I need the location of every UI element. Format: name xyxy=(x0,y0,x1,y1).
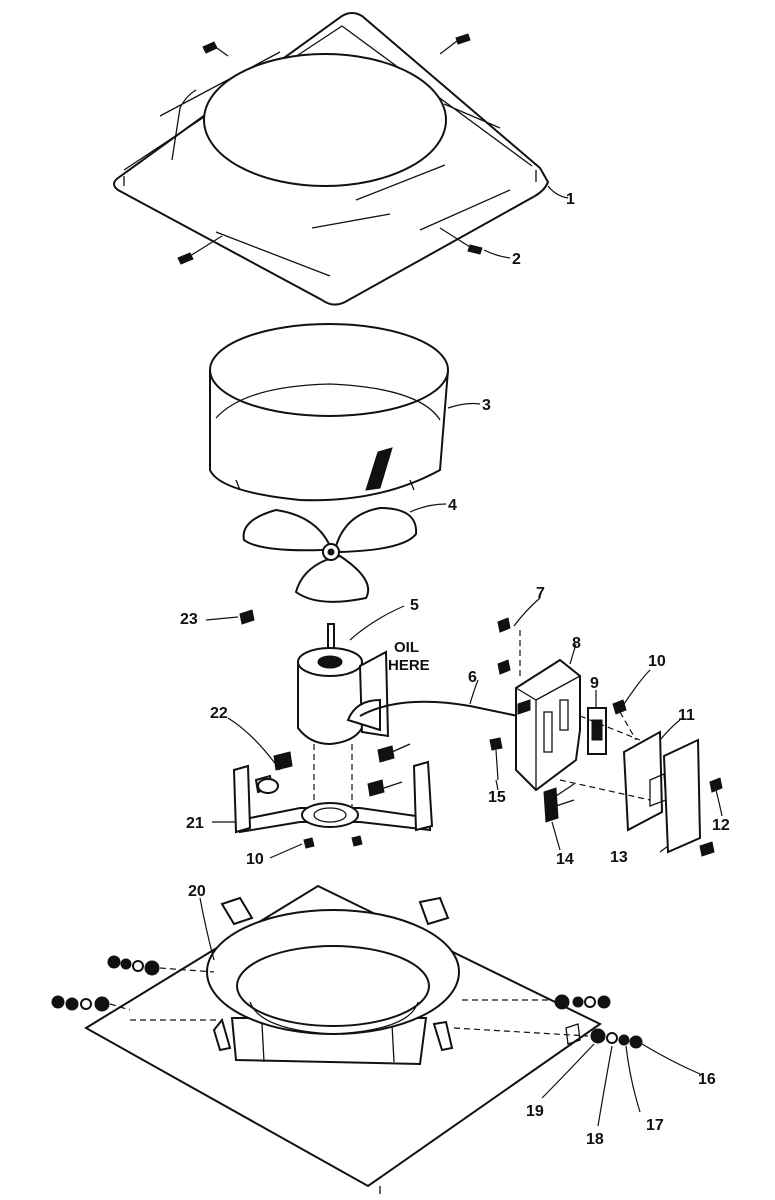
leader-lines xyxy=(199,185,723,1127)
callout-10-lower: 10 xyxy=(246,851,264,868)
callout-8: 8 xyxy=(572,635,581,652)
callout-6: 6 xyxy=(468,669,477,686)
callout-7: 7 xyxy=(536,585,545,602)
callout-18: 18 xyxy=(586,1131,604,1148)
motor-lead xyxy=(359,700,519,717)
callout-16: 16 xyxy=(698,1071,716,1088)
fan-blade xyxy=(242,506,418,603)
control-box xyxy=(515,658,581,792)
callout-1: 1 xyxy=(566,191,575,208)
callout-19: 19 xyxy=(526,1103,544,1120)
setscrew-23 xyxy=(239,609,255,625)
relay xyxy=(587,707,607,755)
oil-here-note: OIL HERE xyxy=(388,639,430,674)
gasket xyxy=(622,730,664,832)
mount-hardware xyxy=(254,743,411,797)
assembly-guides-upper xyxy=(313,711,651,810)
cover-plate xyxy=(649,738,702,854)
callout-11: 11 xyxy=(678,707,695,724)
screw-icon xyxy=(439,33,471,55)
callout-13: 13 xyxy=(610,849,628,866)
screw-icon xyxy=(202,41,229,57)
top-cover xyxy=(113,12,550,306)
screw-icon xyxy=(177,235,223,265)
fan-ring xyxy=(209,323,449,502)
callouts: 1 2 3 4 5 6 7 8 9 10 11 12 13 14 15 16 1… xyxy=(180,191,730,1148)
callout-21: 21 xyxy=(186,815,204,832)
base-pan xyxy=(84,884,602,1188)
screw-icon xyxy=(439,227,483,255)
callout-3: 3 xyxy=(482,397,491,414)
callout-12: 12 xyxy=(712,817,730,834)
callout-15: 15 xyxy=(488,789,506,806)
oil-note-line2: HERE xyxy=(388,657,430,674)
callout-5: 5 xyxy=(410,597,419,614)
fan-motor xyxy=(297,623,390,746)
screw-10-upper xyxy=(612,699,627,715)
control-box-screws xyxy=(497,617,521,680)
callout-14: 14 xyxy=(556,851,574,868)
motor-bracket xyxy=(232,760,434,849)
oil-note-line1: OIL xyxy=(394,639,419,656)
callout-10-upper: 10 xyxy=(648,653,666,670)
callout-9: 9 xyxy=(590,675,599,692)
base-hardware-left xyxy=(51,955,220,1021)
base-hardware-right xyxy=(453,994,643,1049)
callout-22: 22 xyxy=(210,705,228,722)
callout-23: 23 xyxy=(180,611,198,628)
callout-20: 20 xyxy=(188,883,206,900)
callout-4: 4 xyxy=(448,497,457,514)
callout-2: 2 xyxy=(512,251,521,268)
callout-17: 17 xyxy=(646,1117,664,1134)
screw-15 xyxy=(489,737,503,781)
cover-plate-screws xyxy=(699,777,723,857)
terminal-14 xyxy=(543,783,575,823)
cover-screws xyxy=(177,33,483,265)
